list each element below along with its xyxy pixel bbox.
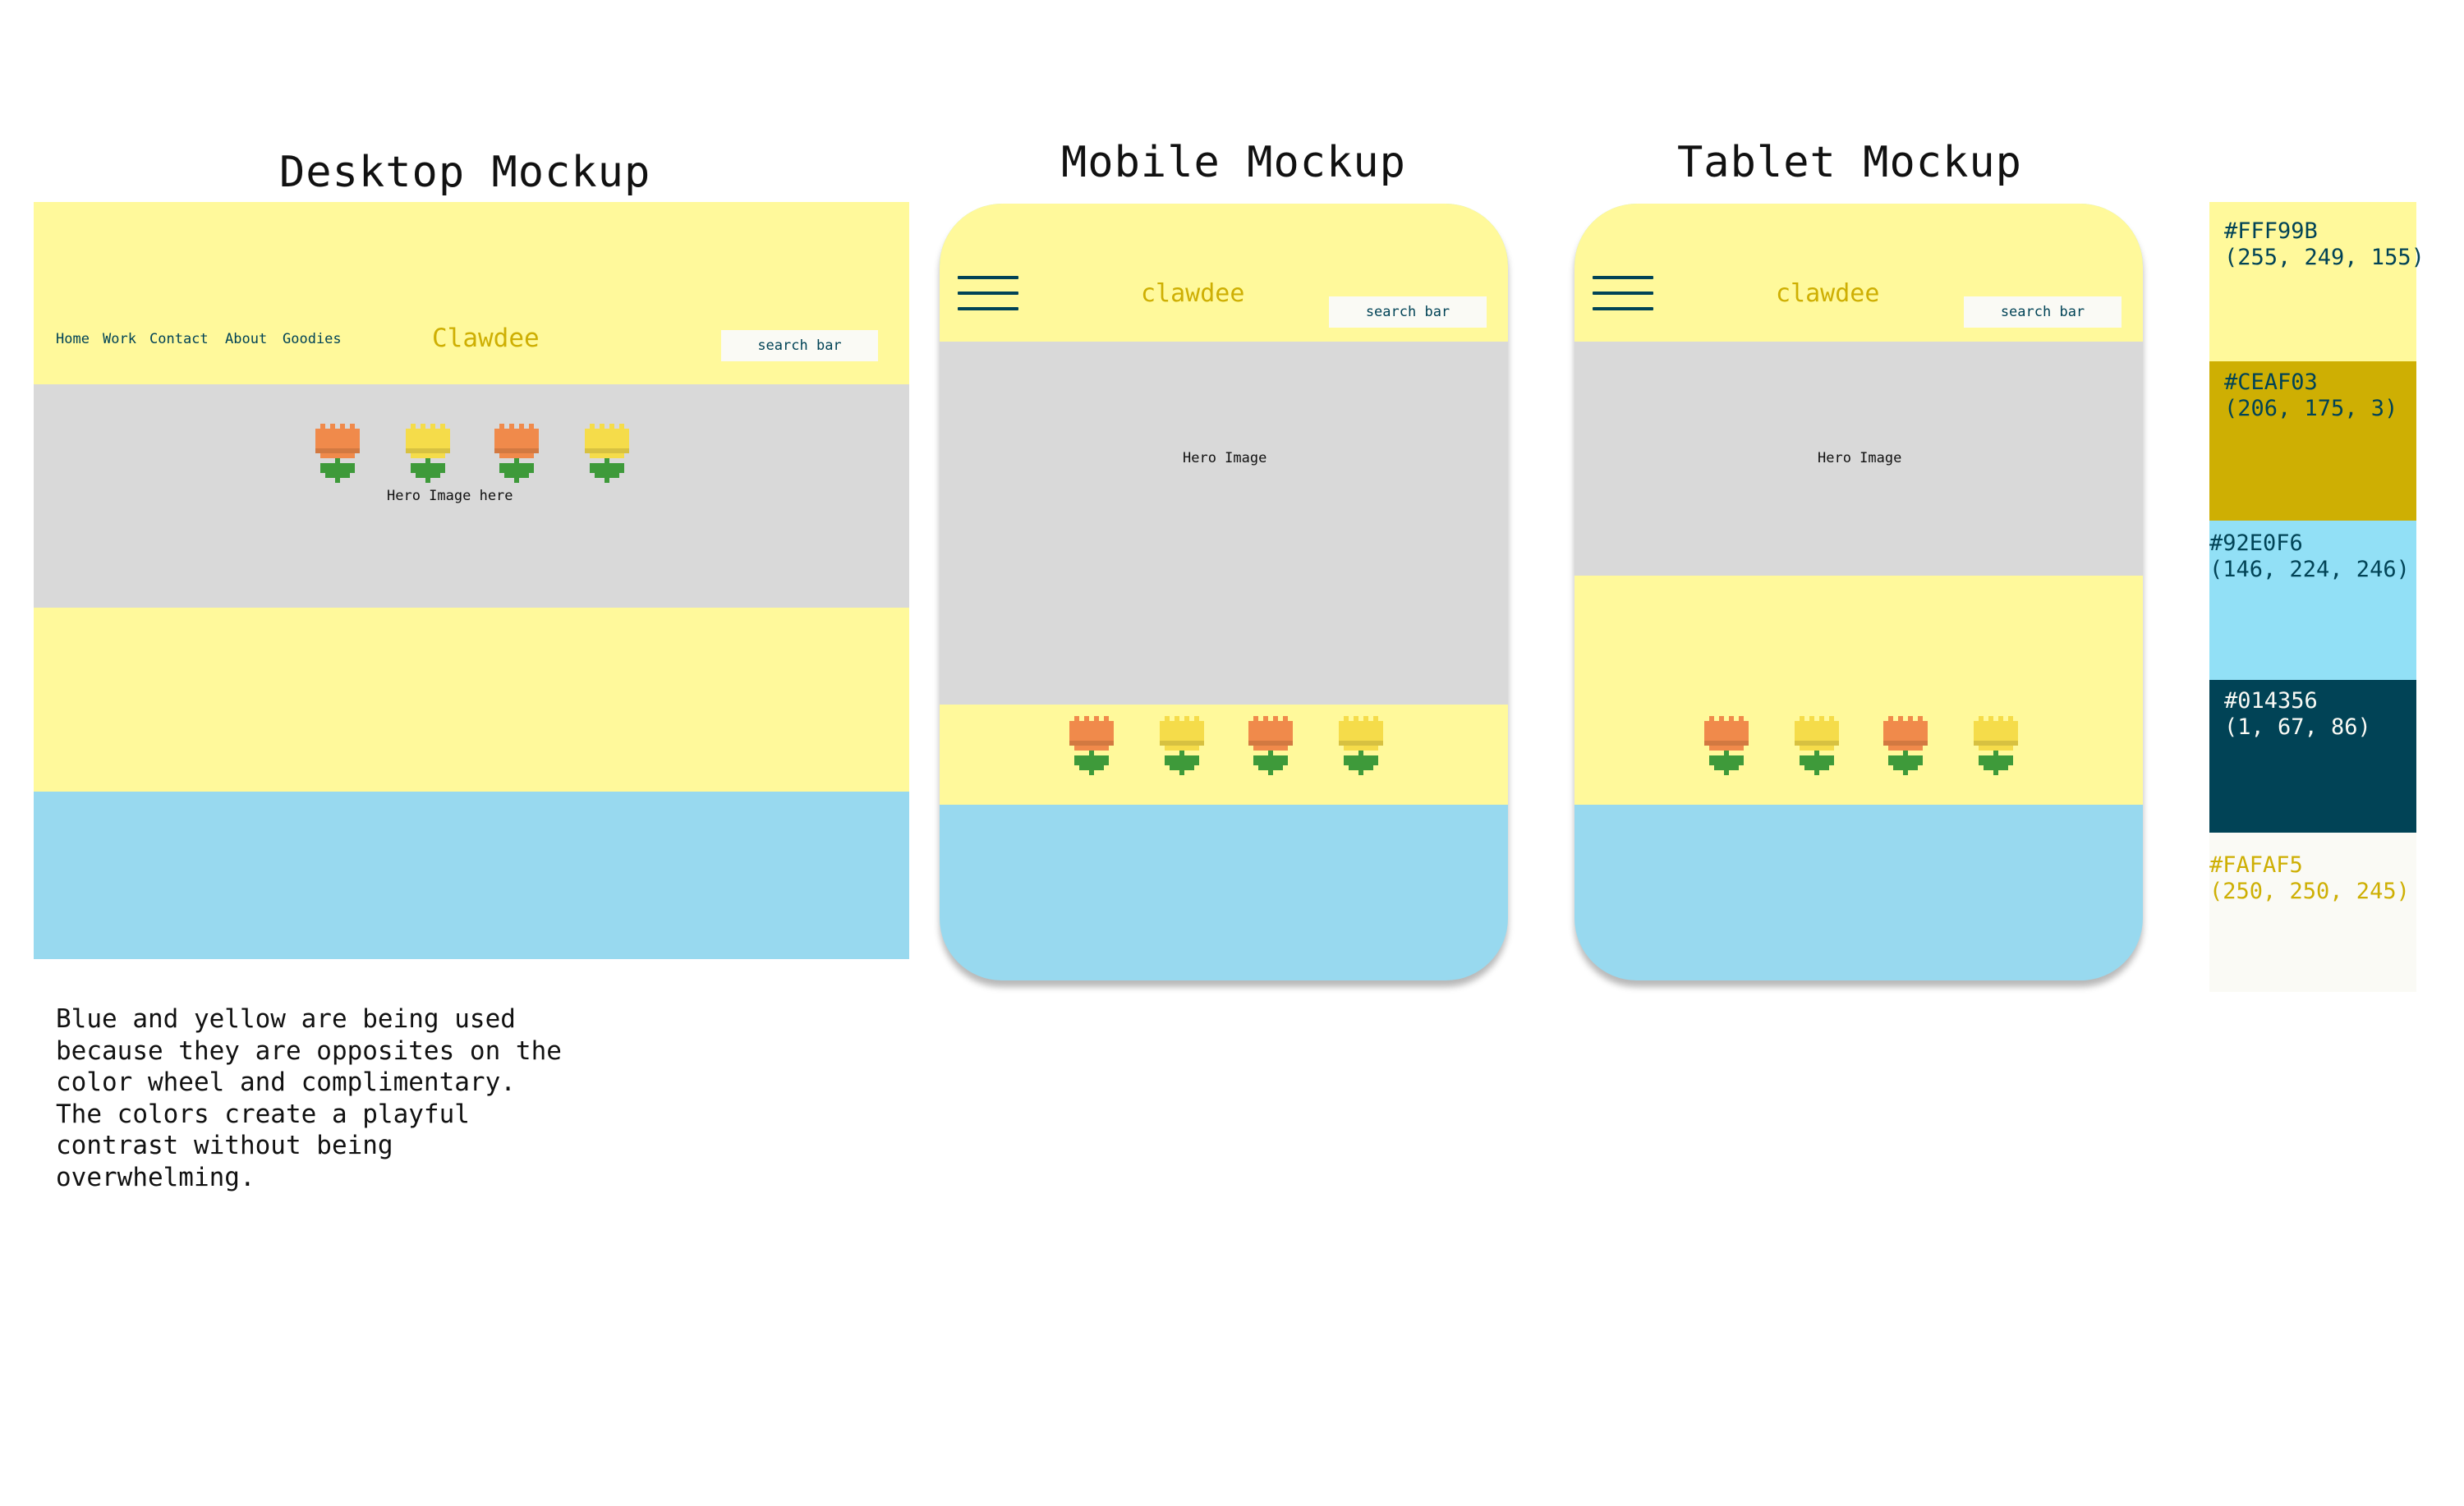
color-rationale-note: Blue and yellow are being used because t… — [56, 1004, 562, 1192]
orange-flower-icon — [315, 424, 360, 483]
orange-flower-icon — [1704, 716, 1749, 775]
yellow-flower-icon — [1795, 716, 1839, 775]
yellow-flower-icon — [1339, 716, 1383, 775]
palette-rgb: (146, 224, 246) — [2209, 557, 2410, 582]
desktop-footer — [34, 792, 909, 959]
palette-swatch — [2209, 833, 2416, 992]
orange-flower-icon — [1248, 716, 1293, 775]
desktop-mockup-title: Desktop Mockup — [279, 148, 651, 197]
yellow-flower-icon — [585, 424, 629, 483]
nav-work-link[interactable]: Work — [103, 331, 136, 347]
tablet-flower-band — [1574, 576, 2143, 805]
mobile-hero-label: Hero Image — [1183, 450, 1267, 466]
desktop-hero-label: Hero Image here — [387, 488, 513, 504]
desktop-hero-area — [34, 384, 909, 608]
palette-swatch — [2209, 202, 2416, 361]
tablet-logo[interactable]: clawdee — [1776, 279, 1880, 308]
palette-swatch — [2209, 361, 2416, 521]
tablet-search-input[interactable]: search bar — [1964, 296, 2122, 328]
palette-rgb: (250, 250, 245) — [2209, 879, 2410, 904]
desktop-search-input[interactable]: search bar — [721, 330, 878, 361]
tablet-mockup-frame: clawdee search bar Hero Image — [1574, 204, 2143, 980]
tablet-hero-label: Hero Image — [1818, 450, 1902, 466]
palette-hex: #014356 — [2224, 688, 2318, 714]
yellow-flower-icon — [406, 424, 450, 483]
palette-hex: #FAFAF5 — [2209, 852, 2303, 878]
tablet-hero-area — [1574, 342, 2143, 576]
palette-hex: #CEAF03 — [2224, 370, 2318, 395]
orange-flower-icon — [1883, 716, 1928, 775]
palette-hex: #92E0F6 — [2209, 530, 2303, 556]
palette-swatch — [2209, 680, 2416, 833]
nav-home-link[interactable]: Home — [56, 331, 90, 347]
nav-contact-link[interactable]: Contact — [149, 331, 209, 347]
palette-rgb: (206, 175, 3) — [2224, 396, 2398, 421]
yellow-flower-icon — [1974, 716, 2018, 775]
desktop-logo[interactable]: Clawdee — [432, 324, 540, 353]
mobile-mockup-frame: clawdee search bar Hero Image — [940, 204, 1508, 980]
orange-flower-icon — [1069, 716, 1114, 775]
mobile-search-input[interactable]: search bar — [1329, 296, 1487, 328]
yellow-flower-icon — [1160, 716, 1204, 775]
palette-hex: #FFF99B — [2224, 218, 2318, 244]
palette-swatch — [2209, 521, 2416, 680]
nav-about-link[interactable]: About — [225, 331, 268, 347]
hamburger-menu-icon[interactable] — [958, 276, 1018, 323]
mobile-mockup-title: Mobile Mockup — [1061, 138, 1406, 187]
palette-rgb: (255, 249, 155) — [2224, 245, 2425, 270]
desktop-flower-band — [34, 608, 909, 792]
palette-rgb: (1, 67, 86) — [2224, 714, 2371, 740]
nav-goodies-link[interactable]: Goodies — [283, 331, 342, 347]
tablet-mockup-title: Tablet Mockup — [1677, 138, 2022, 187]
mobile-logo[interactable]: clawdee — [1141, 279, 1245, 308]
hamburger-menu-icon[interactable] — [1593, 276, 1653, 323]
orange-flower-icon — [494, 424, 539, 483]
mobile-hero-area — [940, 342, 1508, 705]
mobile-flower-band — [940, 705, 1508, 805]
